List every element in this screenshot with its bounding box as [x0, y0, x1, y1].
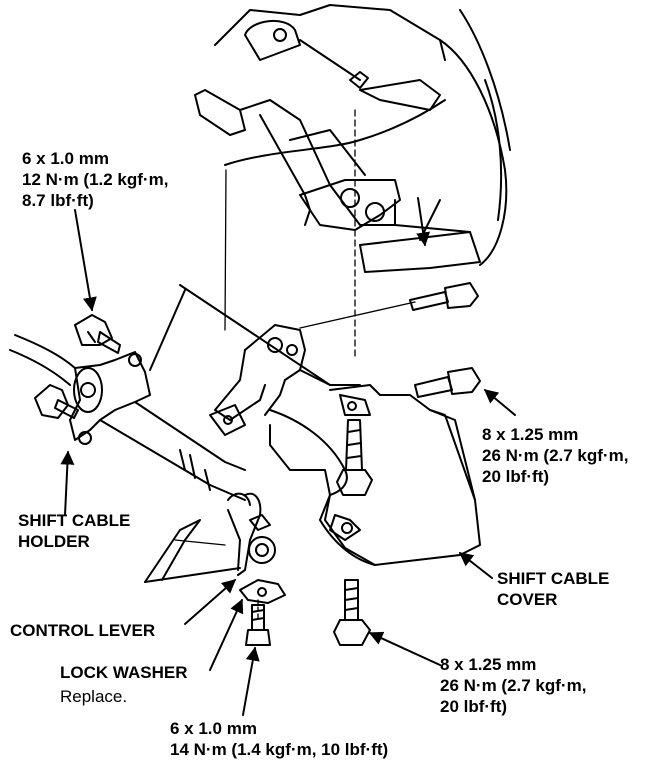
bolt-size: 6 x 1.0 mm: [22, 149, 109, 168]
leader-bolt-right-upper: [483, 389, 516, 416]
label-lock-washer-note: Replace.: [60, 687, 128, 706]
right-bolt-mid: [414, 367, 481, 398]
leader-control-lever: [184, 579, 237, 625]
holder-bolt-top: [74, 314, 121, 354]
control-lever: [227, 492, 276, 576]
transmission-housing: [194, 4, 511, 273]
bolt-size: 8 x 1.25 mm: [440, 655, 537, 674]
bolt-size: 6 x 1.0 mm: [170, 719, 257, 738]
holder-bolt-left: [34, 384, 79, 419]
upper-bolt: [299, 282, 479, 329]
bottom-bolt: [245, 599, 271, 646]
shift-cable-bracket: [149, 284, 361, 436]
cover-line-1: SHIFT CABLE: [497, 569, 610, 588]
leader-bolt-right-lower: [368, 631, 441, 666]
label-shift-cable-cover: SHIFT CABLE COVER: [497, 568, 609, 610]
label-control-lever: CONTROL LEVER: [10, 621, 156, 640]
leader-lock-washer: [209, 598, 244, 671]
bolt-torque-2: 20 lbf·ft): [482, 467, 550, 486]
leader-cover: [458, 552, 493, 579]
label-bolt-top-left: 6 x 1.0 mm 12 N·m (1.2 kgf·m, 8.7 lbf·ft…: [22, 148, 168, 211]
leader-bolt-top-left: [74, 209, 97, 312]
label-bolt-right-upper: 8 x 1.25 mm 26 N·m (2.7 kgf·m, 20 lbf·ft…: [482, 424, 628, 487]
shift-cable-cover: [269, 384, 481, 566]
leader-holder: [60, 450, 75, 516]
bolt-torque-2: 20 lbf·ft): [440, 697, 508, 716]
bolt-torque-2: 8.7 lbf·ft): [22, 191, 94, 210]
holder-line-1: SHIFT CABLE: [18, 511, 131, 530]
label-shift-cable-holder: SHIFT CABLE HOLDER: [18, 510, 130, 552]
bolt-torque: 14 N·m (1.4 kgf·m, 10 lbf·ft): [170, 740, 389, 759]
bolt-size: 8 x 1.25 mm: [482, 425, 579, 444]
label-bolt-right-lower: 8 x 1.25 mm 26 N·m (2.7 kgf·m, 20 lbf·ft…: [440, 654, 586, 717]
cover-line-2: COVER: [497, 590, 558, 609]
leader-bolt-bottom: [242, 646, 260, 716]
lower-bolt: [333, 579, 371, 646]
holder-line-2: HOLDER: [18, 532, 90, 551]
bolt-torque: 26 N·m (2.7 kgf·m,: [482, 446, 629, 465]
lock-washer: [239, 579, 286, 604]
label-lock-washer: LOCK WASHER: [60, 663, 188, 682]
center-bolt: [336, 419, 373, 496]
bolt-torque: 12 N·m (1.2 kgf·m,: [22, 170, 169, 189]
bolt-torque: 26 N·m (2.7 kgf·m,: [440, 676, 587, 695]
label-bolt-bottom: 6 x 1.0 mm 14 N·m (1.4 kgf·m, 10 lbf·ft): [170, 718, 388, 760]
shift-cable: [9, 334, 246, 501]
